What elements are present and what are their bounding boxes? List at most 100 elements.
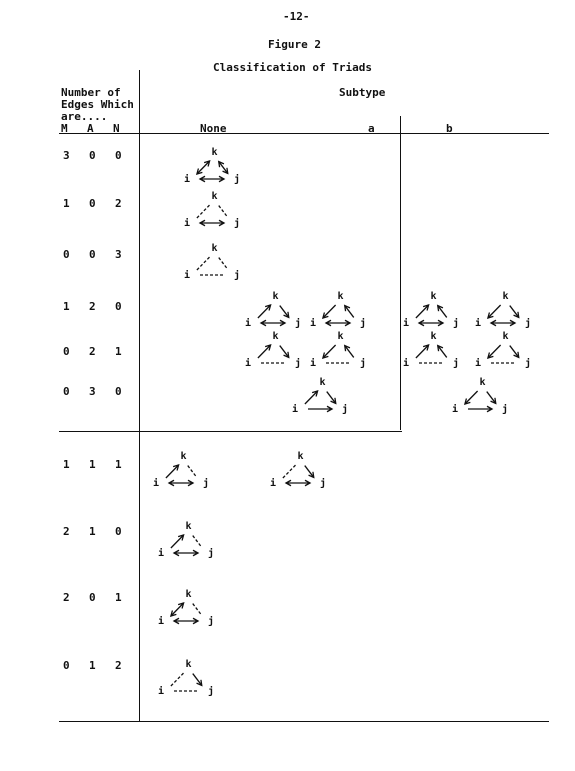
edge-count-n: 1 (115, 345, 122, 358)
edge-count-a: 3 (89, 385, 96, 398)
vertex-label-i: i (403, 318, 410, 329)
vertex-label-i: i (310, 358, 317, 369)
edge-count-a: 2 (89, 300, 96, 313)
vertex-label-j: j (360, 318, 367, 329)
triad-graph (196, 204, 229, 227)
vertex-label-i: i (184, 270, 191, 281)
vertex-label-i: i (403, 358, 410, 369)
vertex-label-i: i (158, 686, 165, 697)
vertex-label-j: j (525, 358, 532, 369)
vertex-label-j: j (453, 318, 460, 329)
triad-graph (304, 390, 337, 413)
vertex-label-i: i (184, 218, 191, 229)
vertex-label-k: k (211, 243, 218, 254)
edge-count-m: 0 (63, 345, 70, 358)
edge-count-m: 1 (63, 458, 70, 471)
vertex-label-k: k (180, 451, 187, 462)
vertex-label-k: k (272, 331, 279, 342)
triad-graph (257, 304, 290, 327)
triad-graph (415, 304, 448, 327)
triad-diagram: i j k (403, 331, 460, 369)
triad-graph (169, 602, 203, 625)
edge-count-m: 2 (63, 591, 70, 604)
edge-count-m: 1 (63, 300, 70, 313)
triad-diagram: i j k (452, 377, 509, 415)
edge-count-a: 0 (89, 248, 96, 261)
edges-header-line2: Edges Which (61, 98, 134, 111)
triad-graph (195, 160, 229, 183)
triad-graph (165, 464, 198, 487)
subtype-b-header: b (446, 122, 453, 135)
edge-count-a: 2 (89, 345, 96, 358)
figure-label: Figure 2 (268, 38, 321, 51)
vertex-label-i: i (452, 404, 459, 415)
edge-count-m: 0 (63, 248, 70, 261)
edges-header-line3: are.... (61, 110, 108, 123)
vertex-label-k: k (502, 291, 509, 302)
edge-count-n: 0 (115, 525, 122, 538)
edge-count-a: 1 (89, 458, 96, 471)
page-number: -12- (283, 10, 310, 23)
vertex-label-i: i (475, 318, 482, 329)
subtype-none-header: None (200, 122, 227, 135)
triad-graph (170, 534, 203, 557)
edge-count-n: 1 (115, 458, 122, 471)
vertex-label-k: k (297, 451, 304, 462)
edge-count-n: 2 (115, 197, 122, 210)
col-header-m: M (61, 122, 68, 135)
col-header-a: A (87, 122, 94, 135)
vertex-label-k: k (337, 291, 344, 302)
edge-count-m: 0 (63, 659, 70, 672)
edge-count-n: 0 (115, 149, 122, 162)
vertex-label-j: j (453, 358, 460, 369)
vertex-label-k: k (479, 377, 486, 388)
triad-diagram: i j k (158, 659, 215, 697)
edge-count-a: 0 (89, 149, 96, 162)
edge-count-n: 1 (115, 591, 122, 604)
vertex-label-i: i (475, 358, 482, 369)
subtype-a-header: a (368, 122, 375, 135)
vertex-label-k: k (211, 191, 218, 202)
section-rule (59, 431, 402, 432)
vertical-rule-middle (400, 116, 401, 430)
vertex-label-i: i (153, 478, 160, 489)
edge-count-m: 2 (63, 525, 70, 538)
triad-graph (170, 672, 203, 692)
col-header-n: N (113, 122, 120, 135)
vertex-label-j: j (502, 404, 509, 415)
vertex-label-k: k (211, 147, 218, 158)
vertex-label-j: j (295, 358, 302, 369)
vertex-label-j: j (295, 318, 302, 329)
edge-count-m: 1 (63, 197, 70, 210)
edges-header-line1: Number of (61, 86, 121, 99)
vertex-label-k: k (185, 659, 192, 670)
vertex-label-j: j (234, 270, 241, 281)
vertex-label-j: j (208, 686, 215, 697)
vertex-label-i: i (245, 318, 252, 329)
triad-graph (282, 464, 315, 487)
edge-count-a: 1 (89, 659, 96, 672)
figure-title: Classification of Triads (213, 61, 372, 74)
triad-graph (257, 344, 290, 364)
triad-graph (486, 304, 520, 327)
vertex-label-j: j (360, 358, 367, 369)
vertex-label-k: k (502, 331, 509, 342)
subtype-header: Subtype (339, 86, 386, 99)
vertex-label-j: j (320, 478, 327, 489)
vertical-rule-left (139, 70, 140, 722)
vertex-label-k: k (430, 331, 437, 342)
vertex-label-i: i (270, 478, 277, 489)
vertex-label-i: i (310, 318, 317, 329)
vertex-label-j: j (208, 616, 215, 627)
bottom-rule (59, 721, 549, 722)
vertex-label-k: k (430, 291, 437, 302)
